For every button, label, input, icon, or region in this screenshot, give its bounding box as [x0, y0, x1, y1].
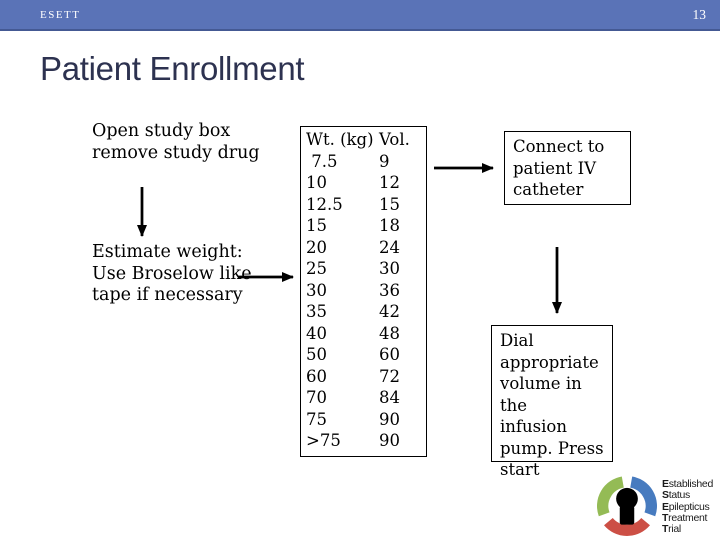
- brand-text: ESETT: [40, 8, 81, 21]
- logo-word: Status: [662, 489, 690, 502]
- page-number: 13: [692, 6, 707, 22]
- logo-word: Epilepticus: [662, 500, 710, 513]
- step-open-study-box: Open study box remove study drug: [92, 121, 260, 163]
- dial-volume-box: Dial appropriate volume in the infusion …: [491, 325, 613, 479]
- logo-arc-blue: [629, 476, 657, 517]
- col-header-weight: Wt. (kg): [306, 130, 374, 149]
- logo-word: Established: [662, 478, 713, 490]
- person-head-icon: [616, 487, 638, 510]
- esett-logo-mark: [597, 476, 657, 536]
- connect-iv-box: Connect to patient IV catheter: [504, 131, 631, 205]
- step-estimate-weight: Estimate weight: Use Broselow like tape …: [92, 242, 252, 305]
- page-title: Patient Enrollment: [40, 50, 305, 87]
- table-header-row: Wt. (kg) Vol.: [306, 129, 410, 151]
- top-bar: ESETT 13: [0, 0, 720, 31]
- logo-arc-red: [604, 517, 650, 536]
- logo-word: Trial: [662, 523, 681, 536]
- logo-arc-green: [597, 476, 625, 517]
- logo-word: Treatment: [662, 511, 708, 524]
- col-header-volume: Vol.: [379, 130, 410, 149]
- person-body-icon: [619, 506, 635, 525]
